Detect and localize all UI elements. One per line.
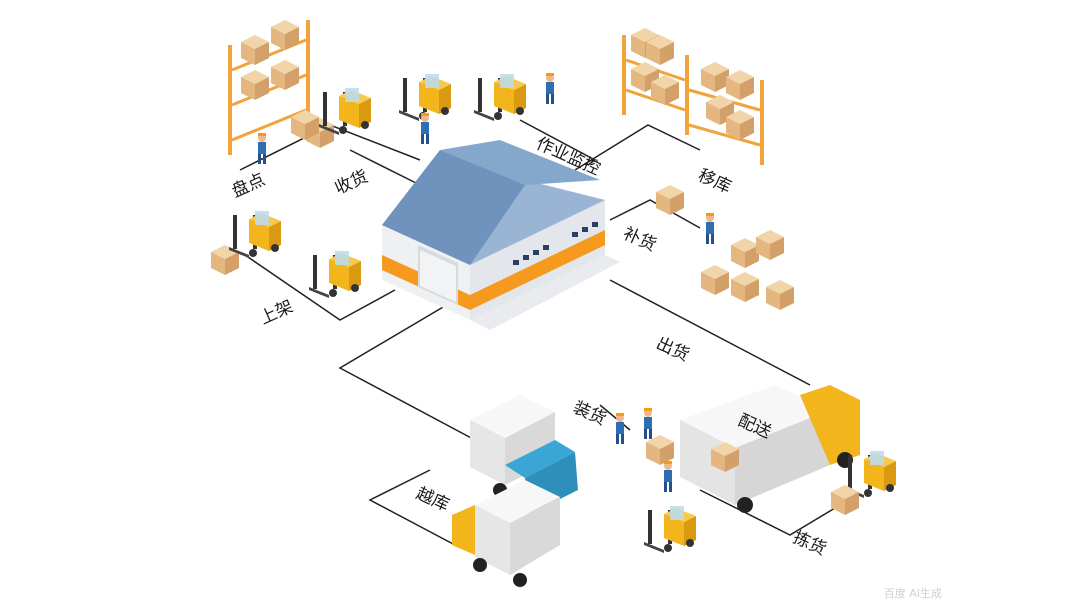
loading-workers bbox=[616, 408, 674, 492]
truck-yellow-small bbox=[452, 480, 560, 587]
watermark: 百度 AI生成 bbox=[883, 587, 942, 600]
replenish-area bbox=[656, 185, 794, 310]
truck-delivery bbox=[680, 385, 860, 513]
warehouse-building bbox=[382, 140, 620, 330]
connector-lines bbox=[239, 119, 841, 546]
shelving-topright bbox=[622, 28, 764, 165]
forklifts-left bbox=[211, 211, 361, 298]
shelving-topleft bbox=[228, 20, 371, 164]
forklifts-top bbox=[399, 73, 554, 144]
